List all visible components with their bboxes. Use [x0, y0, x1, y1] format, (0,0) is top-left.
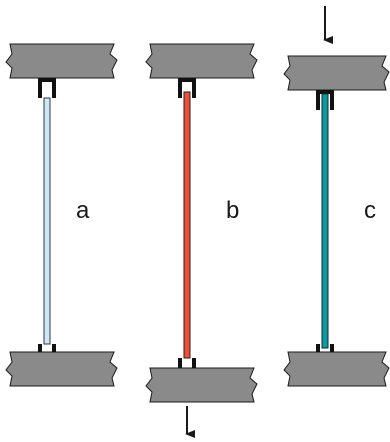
label-b: b	[226, 197, 239, 224]
panel-a: a	[5, 43, 118, 387]
end-bracket-bottom-c	[316, 344, 334, 352]
rod-c	[321, 93, 329, 349]
end-bracket-bottom-a	[38, 344, 56, 352]
support-block-bottom-c	[283, 351, 390, 387]
support-block-bottom-b	[145, 367, 258, 403]
panel-c: c	[283, 6, 390, 387]
end-bracket-top-b	[178, 78, 196, 98]
end-bracket-top-a	[38, 78, 56, 98]
support-block-top-a	[5, 43, 118, 79]
panel-b: b	[145, 43, 258, 438]
support-block-top-b	[145, 43, 258, 79]
support-block-bottom-a	[5, 351, 118, 387]
label-a: a	[76, 197, 90, 224]
label-c: c	[364, 197, 376, 224]
rod-b	[183, 91, 191, 359]
end-bracket-bottom-b	[178, 358, 196, 368]
support-block-top-c	[283, 55, 390, 91]
rod-a	[43, 97, 51, 345]
